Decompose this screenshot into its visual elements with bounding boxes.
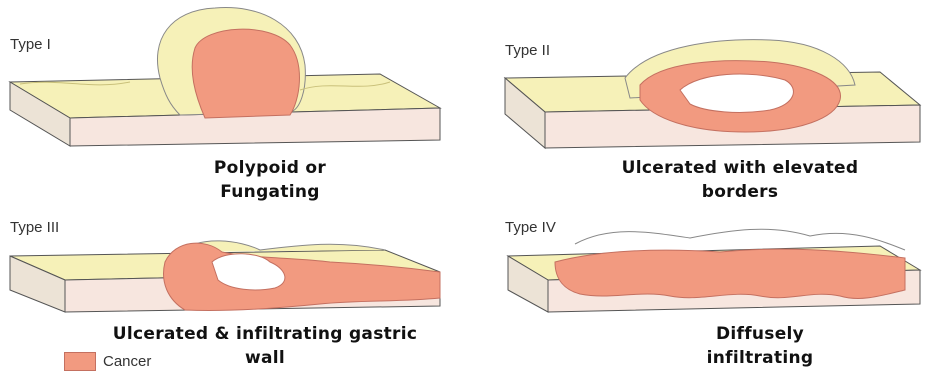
type-i-caption-line2: Fungating [150,180,390,204]
type-iv-cancer [555,249,905,298]
cancer-legend-swatch [64,352,96,371]
type-iv-caption: Diffusely infiltrating [665,322,855,370]
type-iii-illustration [10,241,440,312]
type-ii-label: Type II [505,42,550,59]
type-iv-caption-line1: Diffusely [665,322,855,346]
cancer-legend-label: Cancer [103,353,151,370]
type-iii-caption-line1: Ulcerated & infiltrating gastric [85,322,445,346]
type-ii-caption-line1: Ulcerated with elevated [595,156,885,180]
type-i-cancer [192,29,299,118]
legend: Cancer [64,352,151,371]
type-ii-caption-line2: borders [595,180,885,204]
type-iv-caption-line2: infiltrating [665,346,855,370]
type-ii-caption: Ulcerated with elevated borders [595,156,885,204]
type-i-caption: Polypoid or Fungating [150,156,390,204]
type-i-label: Type I [10,36,51,53]
type-ii-illustration [505,40,920,148]
type-iv-illustration [508,229,920,312]
type-iii-label: Type III [10,219,59,236]
type-i-caption-line1: Polypoid or [150,156,390,180]
type-i-illustration [10,8,440,146]
type-iv-label: Type IV [505,219,556,236]
